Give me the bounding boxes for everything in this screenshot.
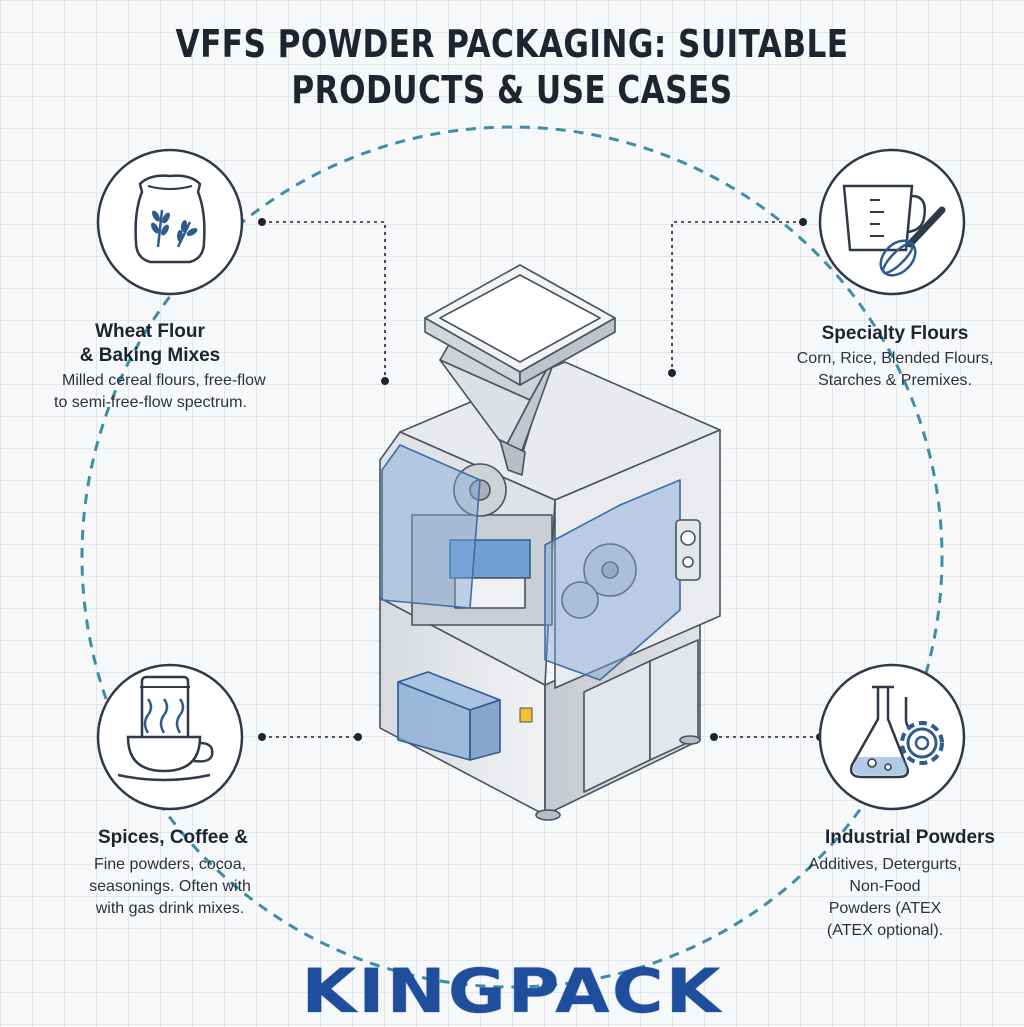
connector-dots (258, 218, 824, 741)
page-title-line-1: VFFS POWDER PACKAGING: SUITABLE (175, 22, 849, 66)
category-specialty-flours: Specialty Flours Corn, Rice, Blended Flo… (780, 322, 1010, 392)
measuring-cup-whisk-icon (818, 148, 966, 296)
category-description: Fine powders, cocoa, seasonings. Often w… (89, 856, 251, 917)
category-title: Industrial Powders (825, 827, 995, 848)
connector-lines (262, 221, 820, 738)
brand-logo-text: KINGPACK (301, 956, 723, 1027)
machine-mechanism (411, 463, 637, 626)
category-wheat-flour: Wheat Flour & Baking Mixes Milled cereal… (54, 320, 290, 414)
warning-sign (519, 707, 533, 723)
dashed-ring (80, 125, 944, 989)
category-title: Specialty Flours (821, 323, 969, 344)
left-safety-guard (381, 444, 481, 609)
connector-top-right (671, 221, 803, 373)
category-description: Milled cereal flours, free-flow to semi-… (54, 372, 266, 411)
flour-sack-icon (96, 148, 244, 296)
category-spices-coffee: Spices, Coffee & Fine powders, cocoa, se… (70, 826, 290, 920)
right-safety-guard (544, 479, 681, 681)
vffs-machine-illustration (379, 264, 721, 821)
category-description: Additives, Detergurts, Non-Food Powders … (808, 856, 962, 939)
category-title: Wheat Flour & Baking Mixes (79, 321, 221, 366)
page-title-line-2: PRODUCTS & USE CASES (291, 68, 733, 112)
flask-gear-icon (818, 663, 966, 811)
category-title: Spices, Coffee & (98, 827, 248, 848)
coffee-cup-icon (96, 663, 244, 811)
control-panel (675, 519, 701, 581)
category-description: Corn, Rice, Blended Flours, Starches & P… (796, 350, 994, 389)
category-industrial-powders: Industrial Powders Additives, Detergurts… (805, 826, 1015, 942)
